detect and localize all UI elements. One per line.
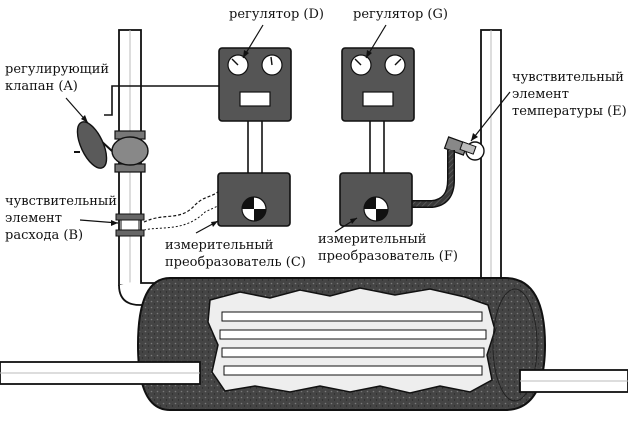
label-flow-b-line3: расхода (B) (5, 228, 84, 243)
link-d-c (247, 120, 263, 173)
leader-arrow-a (65, 97, 89, 124)
transducer-c (217, 172, 291, 227)
signal-line-d-to-valve (104, 85, 219, 116)
label-controller-g: регулятор (G) (353, 7, 448, 22)
heat-exchanger-tank (136, 277, 547, 411)
leader-arrow-g (365, 24, 387, 59)
leader-arrow-b (79, 219, 119, 226)
regulating-valve (74, 121, 149, 173)
label-temp-e-line1: чувствительный (512, 70, 624, 85)
label-transducer-c-line1: измерительный (165, 238, 274, 253)
label-valve-a-line1: регулирующий (5, 62, 110, 77)
temperature-sensing-element (443, 136, 485, 161)
flow-impulse-line (143, 189, 221, 223)
label-temp-e-line2: элемент (512, 87, 569, 102)
label-transducer-f-line1: измерительный (318, 232, 427, 247)
link-g-f (369, 120, 385, 173)
outlet-pipe (480, 29, 502, 291)
leader-arrow-e (470, 91, 511, 142)
controller-d (218, 47, 292, 122)
label-transducer-c-line2: преобразователь (C) (165, 255, 306, 270)
flow-sensing-element (115, 213, 145, 237)
flow-impulse-line-2 (143, 204, 221, 231)
label-flow-b-line1: чувствительный (5, 194, 117, 209)
bottom-left-pipe (0, 361, 201, 385)
label-transducer-f-line2: преобразователь (F) (318, 249, 458, 264)
label-controller-d: регулятор (D) (229, 7, 324, 22)
transducer-f (339, 172, 413, 227)
label-temp-e-line3: температуры (E) (512, 104, 627, 119)
label-valve-a-line2: клапан (A) (5, 79, 78, 94)
label-flow-b-line2: элемент (5, 211, 62, 226)
leader-arrow-c (195, 220, 219, 234)
controller-g (341, 47, 415, 122)
leader-arrow-f (334, 217, 358, 233)
leader-arrow-d (242, 24, 264, 59)
bottom-right-pipe (519, 369, 628, 393)
